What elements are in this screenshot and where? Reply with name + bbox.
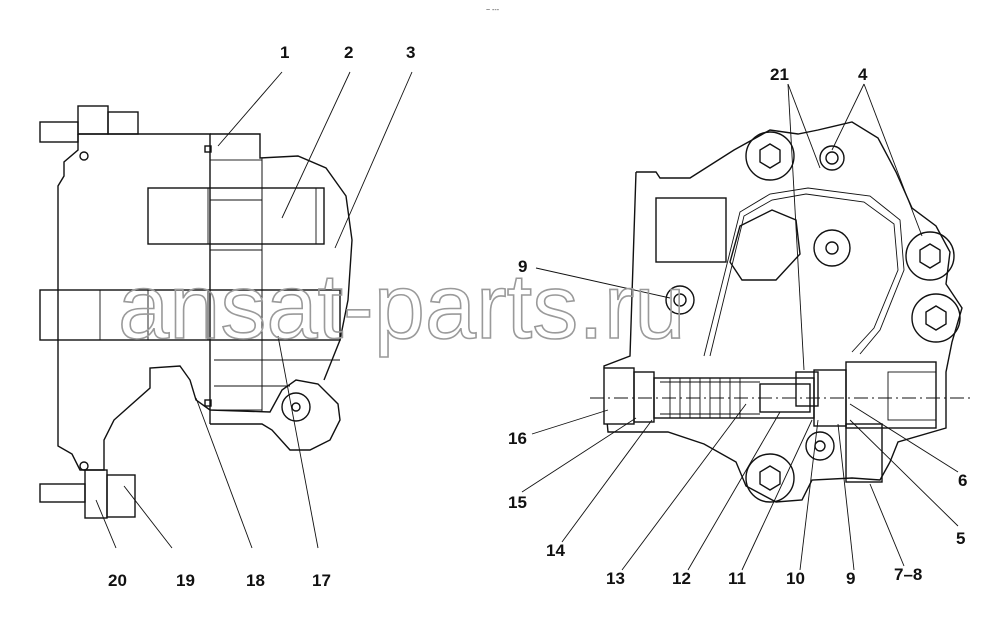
callout-9-bottom: 9 [846, 569, 855, 588]
callout-1: 1 [280, 43, 289, 62]
callout-14: 14 [546, 541, 565, 560]
callout-9-top: 9 [518, 257, 527, 276]
header-mark: ~ --- [486, 7, 500, 14]
callout-18: 18 [246, 571, 265, 590]
callout-15: 15 [508, 493, 527, 512]
callout-7-8: 7–8 [894, 565, 922, 584]
right-view-drawing [590, 121, 970, 503]
right-leaders [521, 83, 959, 571]
callout-4: 4 [858, 65, 868, 84]
callout-13: 13 [606, 569, 625, 588]
callout-2: 2 [344, 43, 353, 62]
callout-16: 16 [508, 429, 527, 448]
callout-5: 5 [956, 529, 965, 548]
callout-3: 3 [406, 43, 415, 62]
callout-6: 6 [958, 471, 967, 490]
left-view-drawing [39, 105, 353, 519]
callout-19: 19 [176, 571, 195, 590]
callout-20: 20 [108, 571, 127, 590]
callout-12: 12 [672, 569, 691, 588]
callout-21: 21 [770, 65, 789, 84]
callout-11: 11 [728, 569, 746, 588]
watermark: ansat-parts.ru [118, 256, 686, 358]
callout-10: 10 [786, 569, 805, 588]
left-leaders [95, 71, 413, 549]
callout-17: 17 [312, 571, 331, 590]
